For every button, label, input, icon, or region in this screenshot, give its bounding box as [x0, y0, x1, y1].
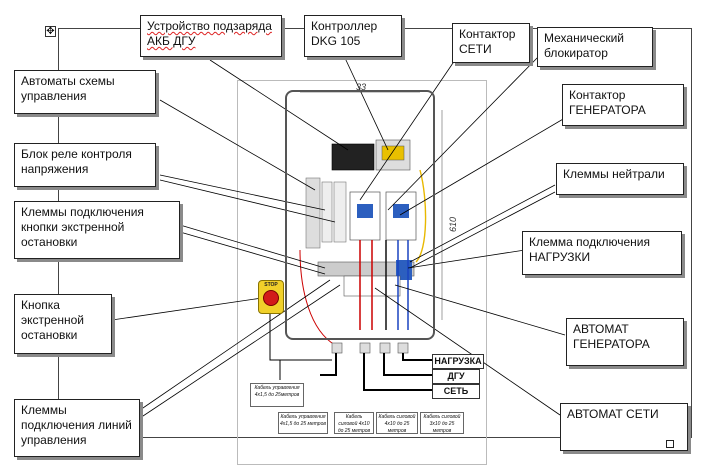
callout-charger-text: Устройство подзарядa АКБ ДГУ	[147, 19, 272, 48]
callout-charger: Устройство подзарядa АКБ ДГУ	[140, 15, 282, 57]
callout-neutral-terminals: Клеммы нейтрали	[556, 163, 684, 195]
emergency-stop-button-icon: STOP	[258, 280, 284, 314]
callout-control-line-terminals: Клеммы подключения линий управления	[14, 399, 140, 457]
cabinet-outline	[285, 90, 435, 340]
callout-gen-breaker: АВТОМАТ ГЕНЕРАТОРА	[566, 318, 684, 366]
stop-mushroom	[263, 290, 279, 306]
callout-mains-contactor-text: Контактор СЕТИ	[459, 27, 516, 56]
height-dimension: 610	[448, 216, 458, 232]
callout-load-terminal-text: Клемма подключения НАГРУЗКИ	[529, 235, 650, 264]
callout-voltage-relay-text: Блок реле контроля напряжения	[21, 147, 132, 176]
callout-neutral-terminals-text: Клеммы нейтрали	[563, 167, 665, 181]
wire-label-dgu: ДГУ	[432, 369, 480, 384]
callout-voltage-relay: Блок реле контроля напряжения	[14, 143, 156, 187]
callout-controller: Контроллер DKG 105	[304, 15, 402, 57]
callout-gen-contactor-text: Контактор ГЕНЕРАТОРА	[569, 88, 646, 117]
callout-control-line-terminals-text: Клеммы подключения линий управления	[21, 403, 132, 447]
callout-estop-button-text: Кнопка экстренной остановки	[21, 298, 84, 342]
callout-mech-interlock: Механический блокиратор	[537, 27, 653, 67]
wire-label-mains: СЕТЬ	[432, 384, 480, 399]
callout-load-terminal: Клемма подключения НАГРУЗКИ	[522, 231, 682, 275]
callout-mech-interlock-text: Механический блокиратор	[544, 31, 624, 60]
callout-estop-button: Кнопка экстренной остановки	[14, 294, 112, 354]
cable-note-power-mains: Кабель силовой 4х10 до 25 метров	[334, 412, 374, 434]
drawing-sheet	[237, 80, 487, 465]
cable-note-control: Кабель управления 4х1,5 до 25 метров	[278, 412, 328, 434]
stop-label: STOP	[264, 282, 278, 288]
cable-note-power-load: Кабель силовой 3х10 до 25 метров	[420, 412, 464, 434]
resize-handle[interactable]	[666, 440, 674, 448]
callout-gen-breaker-text: АВТОМАТ ГЕНЕРАТОРА	[573, 322, 650, 351]
callout-mains-breaker-text: АВТОМАТ СЕТИ	[567, 407, 659, 421]
wire-label-load: НАГРУЗКА	[432, 354, 484, 369]
cable-note-power-gen: Кабель силовой 4х10 до 25 метров	[376, 412, 418, 434]
callout-gen-contactor: Контактор ГЕНЕРАТОРА	[562, 84, 684, 126]
callout-control-breakers: Автоматы схемы управления	[14, 70, 156, 114]
callout-mains-contactor: Контактор СЕТИ	[452, 23, 530, 63]
cable-note-control-main: Кабель управления 4х1,5 до 25метров	[250, 383, 304, 407]
callout-estop-terminals-text: Клеммы подключения кнопки экстренной ост…	[21, 205, 144, 249]
callout-controller-text: Контроллер DKG 105	[311, 19, 378, 48]
callout-estop-terminals: Клеммы подключения кнопки экстренной ост…	[14, 201, 180, 259]
move-handle-icon[interactable]: ✥	[45, 26, 56, 37]
callout-control-breakers-text: Автоматы схемы управления	[21, 74, 115, 103]
width-dimension: 33	[356, 82, 367, 92]
